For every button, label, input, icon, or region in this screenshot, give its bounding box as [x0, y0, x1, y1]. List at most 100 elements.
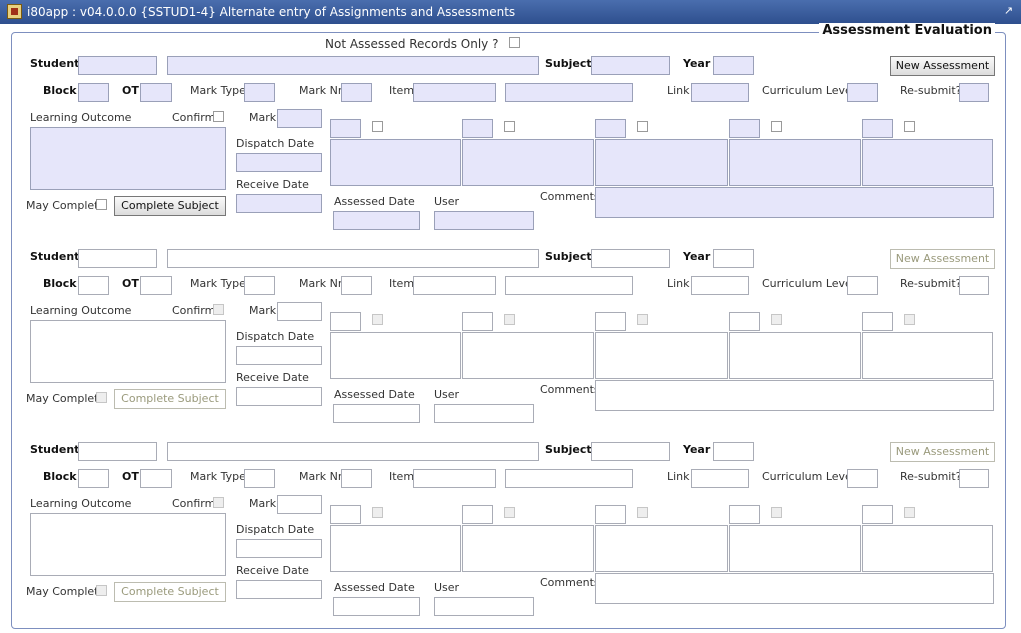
record-3-mark-nr-field[interactable]	[341, 469, 372, 488]
record-3-grid-4-mark-field[interactable]	[729, 505, 760, 524]
record-1-grid-3-text-field[interactable]	[595, 139, 728, 186]
record-3-mark-field[interactable]	[277, 495, 322, 514]
record-2-grid-1-checkbox[interactable]	[372, 314, 383, 325]
record-2-comments-field[interactable]	[595, 380, 994, 411]
record-2-may-complete-checkbox[interactable]	[96, 392, 107, 403]
record-3-grid-1-mark-field[interactable]	[330, 505, 361, 524]
record-3-grid-1-text-field[interactable]	[330, 525, 461, 572]
record-1-student-name-field[interactable]	[167, 56, 539, 75]
record-3-user-field[interactable]	[434, 597, 534, 616]
record-3-subject-field[interactable]	[591, 442, 670, 461]
record-3-dispatch-date-field[interactable]	[236, 539, 322, 558]
record-3-grid-3-mark-field[interactable]	[595, 505, 626, 524]
record-3-comments-field[interactable]	[595, 573, 994, 604]
record-2-grid-1-text-field[interactable]	[330, 332, 461, 379]
record-1-grid-4-checkbox[interactable]	[771, 121, 782, 132]
record-1-new-assessment-button[interactable]: New Assessment	[890, 56, 995, 76]
record-1-ot-field[interactable]	[140, 83, 172, 102]
record-2-grid-5-mark-field[interactable]	[862, 312, 893, 331]
record-2-student-number-field[interactable]	[78, 249, 157, 268]
record-2-year-field[interactable]	[713, 249, 754, 268]
record-2-complete-subject-button[interactable]: Complete Subject	[114, 389, 226, 409]
record-2-item-description-field[interactable]	[505, 276, 633, 295]
record-2-ot-field[interactable]	[140, 276, 172, 295]
record-2-grid-2-text-field[interactable]	[462, 332, 594, 379]
record-1-grid-1-text-field[interactable]	[330, 139, 461, 186]
record-2-receive-date-field[interactable]	[236, 387, 322, 406]
record-2-item-code-field[interactable]	[413, 276, 496, 295]
record-2-new-assessment-button[interactable]: New Assessment	[890, 249, 995, 269]
record-3-year-field[interactable]	[713, 442, 754, 461]
record-1-grid-2-mark-field[interactable]	[462, 119, 493, 138]
record-2-resubmit-field[interactable]	[959, 276, 989, 295]
record-1-learning-outcome-field[interactable]	[30, 127, 226, 190]
record-2-grid-5-checkbox[interactable]	[904, 314, 915, 325]
record-3-grid-4-checkbox[interactable]	[771, 507, 782, 518]
record-2-link-field[interactable]	[691, 276, 749, 295]
record-3-curriculum-level-field[interactable]	[847, 469, 878, 488]
record-1-resubmit-field[interactable]	[959, 83, 989, 102]
record-2-assessed-date-field[interactable]	[333, 404, 420, 423]
record-1-mark-type-field[interactable]	[244, 83, 275, 102]
record-1-complete-subject-button[interactable]: Complete Subject	[114, 196, 226, 216]
record-1-grid-4-mark-field[interactable]	[729, 119, 760, 138]
record-2-grid-5-text-field[interactable]	[862, 332, 993, 379]
record-3-grid-3-text-field[interactable]	[595, 525, 728, 572]
record-2-grid-2-mark-field[interactable]	[462, 312, 493, 331]
record-3-new-assessment-button[interactable]: New Assessment	[890, 442, 995, 462]
record-1-grid-2-text-field[interactable]	[462, 139, 594, 186]
record-3-grid-2-mark-field[interactable]	[462, 505, 493, 524]
record-1-comments-field[interactable]	[595, 187, 994, 218]
record-2-curriculum-level-field[interactable]	[847, 276, 878, 295]
record-2-mark-field[interactable]	[277, 302, 322, 321]
record-1-grid-4-text-field[interactable]	[729, 139, 861, 186]
record-1-grid-1-checkbox[interactable]	[372, 121, 383, 132]
record-3-item-description-field[interactable]	[505, 469, 633, 488]
not-assessed-filter-checkbox[interactable]	[509, 37, 520, 48]
record-1-student-number-field[interactable]	[78, 56, 157, 75]
record-1-mark-nr-field[interactable]	[341, 83, 372, 102]
record-1-mark-field[interactable]	[277, 109, 322, 128]
record-1-grid-3-checkbox[interactable]	[637, 121, 648, 132]
record-3-block-field[interactable]	[78, 469, 109, 488]
record-2-grid-1-mark-field[interactable]	[330, 312, 361, 331]
record-1-curriculum-level-field[interactable]	[847, 83, 878, 102]
record-1-may-complete-checkbox[interactable]	[96, 199, 107, 210]
record-1-assessed-date-field[interactable]	[333, 211, 420, 230]
record-3-learning-outcome-field[interactable]	[30, 513, 226, 576]
record-2-confirm-checkbox[interactable]	[213, 304, 224, 315]
restore-icon[interactable]: ↗	[1003, 4, 1014, 17]
record-1-dispatch-date-field[interactable]	[236, 153, 322, 172]
record-2-grid-2-checkbox[interactable]	[504, 314, 515, 325]
record-1-item-description-field[interactable]	[505, 83, 633, 102]
record-1-receive-date-field[interactable]	[236, 194, 322, 213]
record-2-grid-4-text-field[interactable]	[729, 332, 861, 379]
record-3-grid-1-checkbox[interactable]	[372, 507, 383, 518]
record-3-student-name-field[interactable]	[167, 442, 539, 461]
record-2-dispatch-date-field[interactable]	[236, 346, 322, 365]
record-3-assessed-date-field[interactable]	[333, 597, 420, 616]
record-1-grid-3-mark-field[interactable]	[595, 119, 626, 138]
record-2-user-field[interactable]	[434, 404, 534, 423]
record-3-grid-5-mark-field[interactable]	[862, 505, 893, 524]
record-3-grid-2-checkbox[interactable]	[504, 507, 515, 518]
record-2-grid-3-checkbox[interactable]	[637, 314, 648, 325]
record-3-grid-4-text-field[interactable]	[729, 525, 861, 572]
record-3-mark-type-field[interactable]	[244, 469, 275, 488]
record-2-grid-3-mark-field[interactable]	[595, 312, 626, 331]
record-1-user-field[interactable]	[434, 211, 534, 230]
record-1-subject-field[interactable]	[591, 56, 670, 75]
record-2-mark-type-field[interactable]	[244, 276, 275, 295]
record-1-grid-2-checkbox[interactable]	[504, 121, 515, 132]
record-2-block-field[interactable]	[78, 276, 109, 295]
record-3-student-number-field[interactable]	[78, 442, 157, 461]
record-1-link-field[interactable]	[691, 83, 749, 102]
record-1-grid-5-checkbox[interactable]	[904, 121, 915, 132]
record-3-grid-2-text-field[interactable]	[462, 525, 594, 572]
record-3-resubmit-field[interactable]	[959, 469, 989, 488]
record-2-subject-field[interactable]	[591, 249, 670, 268]
record-2-mark-nr-field[interactable]	[341, 276, 372, 295]
record-1-grid-5-mark-field[interactable]	[862, 119, 893, 138]
record-2-student-name-field[interactable]	[167, 249, 539, 268]
record-2-learning-outcome-field[interactable]	[30, 320, 226, 383]
